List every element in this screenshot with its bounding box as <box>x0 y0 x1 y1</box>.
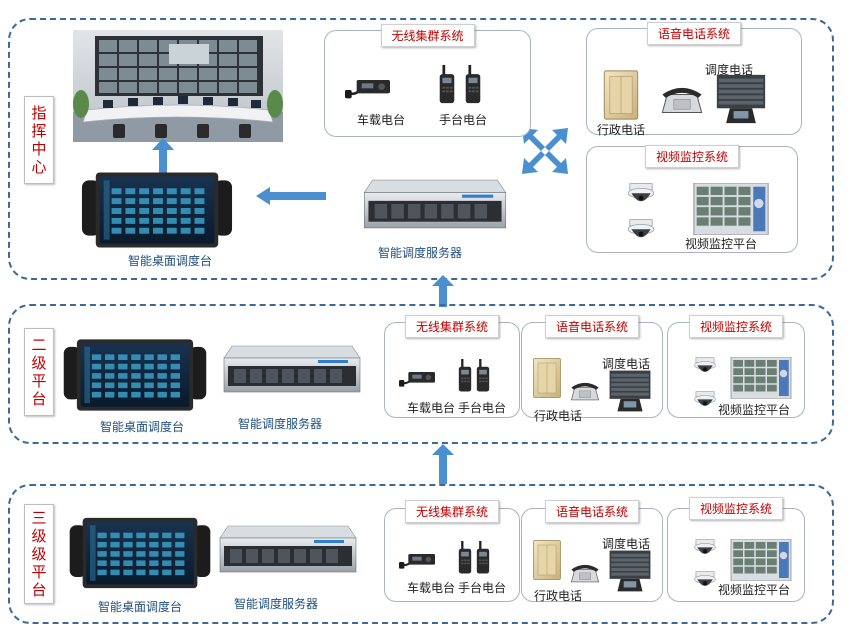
vehicle-radio-icon <box>345 69 395 101</box>
phone-panel: 语音电话系统 调度电话 行政电话 <box>521 315 663 423</box>
trunking-panel: 无线集群系统 车载电台 手台电台 <box>324 24 531 137</box>
label-char: 级 <box>31 545 47 563</box>
admin-phone-caption: 行政电话 <box>534 409 583 423</box>
phone-panel: 语音电话系统 调度电话 行政电话 <box>521 500 663 603</box>
dome-camera-icon <box>692 569 718 591</box>
desk-console-caption: 智能桌面调度台 <box>100 420 185 434</box>
video-platform-caption: 视频监控平台 <box>718 583 791 597</box>
vehicle-radio-icon <box>399 545 439 571</box>
dispatch-phone-icon <box>606 369 654 413</box>
label-char: 级 <box>31 527 47 545</box>
trunking-title: 无线集群系统 <box>404 500 500 523</box>
desk-console-icon <box>78 170 236 250</box>
trunking-title: 无线集群系统 <box>404 315 500 338</box>
server-caption: 智能调度服务器 <box>234 597 319 611</box>
trunking-title: 无线集群系统 <box>380 24 475 47</box>
pbx-icon <box>532 539 562 581</box>
video-wall-icon <box>728 357 794 399</box>
rack-server-icon <box>218 524 358 574</box>
label-char: 三 <box>31 509 47 527</box>
tier-level-two <box>8 304 834 444</box>
vehicle-radio-icon <box>399 363 439 389</box>
dome-camera-icon <box>692 355 718 377</box>
label-char: 平 <box>31 563 47 581</box>
phone-title: 语音电话系统 <box>646 22 742 45</box>
label-char: 中 <box>31 140 47 158</box>
tier-label-level-three: 三 级 级 平 台 <box>24 504 54 604</box>
four-way-arrow-icon <box>522 128 568 174</box>
handheld-radio-icon <box>475 541 491 575</box>
arrow-up-icon <box>152 138 174 174</box>
arrow-left-icon <box>256 187 326 205</box>
vehicle-radio-caption: 车载电台 <box>357 113 406 127</box>
control-room-image <box>73 30 283 142</box>
video-title: 视频监控系统 <box>688 497 784 520</box>
label-char: 二 <box>31 336 47 354</box>
dispatch-phone-icon <box>606 549 654 593</box>
rack-server-icon <box>362 178 508 230</box>
desk-phone-icon <box>568 379 602 405</box>
desk-console-caption: 智能桌面调度台 <box>128 254 213 268</box>
dome-camera-icon <box>625 181 657 207</box>
handheld-radio-icon <box>437 65 457 105</box>
dispatch-phone-icon <box>711 73 771 125</box>
server-caption: 智能调度服务器 <box>238 417 323 431</box>
trunking-panel: 无线集群系统 车载电台 手台电台 <box>384 500 520 602</box>
desk-phone-icon <box>657 83 707 119</box>
label-char: 级 <box>31 354 47 372</box>
dome-camera-icon <box>692 389 718 411</box>
trunking-panel: 无线集群系统 车载电台 手台电台 <box>384 315 520 418</box>
video-title: 视频监控系统 <box>688 315 784 338</box>
desk-console-icon <box>60 336 210 414</box>
handheld-radio-icon <box>463 65 483 105</box>
pbx-icon <box>601 69 641 121</box>
tier-label-level-two: 二 级 平 台 <box>24 328 54 416</box>
dispatch-phone-caption: 调度电话 <box>602 537 651 551</box>
arrow-up-icon <box>432 275 454 307</box>
label-char: 台 <box>31 581 47 599</box>
desk-phone-icon <box>568 561 602 587</box>
admin-phone-caption: 行政电话 <box>597 123 646 137</box>
arrow-up-icon <box>432 444 454 484</box>
label-char: 指 <box>31 104 47 122</box>
desk-console-icon <box>66 514 214 592</box>
pbx-icon <box>532 357 562 399</box>
dispatch-phone-caption: 调度电话 <box>602 357 651 371</box>
tier-command-center <box>8 18 834 280</box>
handheld-radio-icon <box>457 359 473 393</box>
phone-title: 语音电话系统 <box>544 500 640 523</box>
dome-camera-icon <box>625 217 657 243</box>
rack-server-icon <box>222 344 362 394</box>
label-char: 台 <box>31 390 47 408</box>
handheld-radio-caption: 手台电台 <box>439 113 488 127</box>
phone-panel: 语音电话系统 调度电话 行政电话 <box>586 22 802 137</box>
dome-camera-icon <box>692 537 718 559</box>
phone-title: 语音电话系统 <box>544 315 640 338</box>
video-title: 视频监控系统 <box>644 145 740 168</box>
handheld-radio-icon <box>457 541 473 575</box>
video-panel: 视频监控系统 视频监控平台 <box>667 497 805 602</box>
tier-label-command-center: 指 挥 中 心 <box>24 96 54 184</box>
video-wall-icon <box>683 183 779 235</box>
video-wall-icon <box>728 539 794 581</box>
vehicle-radio-caption: 车载电台 <box>407 581 456 595</box>
video-platform-caption: 视频监控平台 <box>718 403 791 417</box>
dispatch-phone-caption: 调度电话 <box>705 63 754 77</box>
label-char: 挥 <box>31 122 47 140</box>
server-caption: 智能调度服务器 <box>378 246 463 260</box>
handheld-radio-caption: 手台电台 <box>458 581 507 595</box>
handheld-radio-icon <box>475 359 491 393</box>
tier-level-three <box>8 484 834 624</box>
label-char: 平 <box>31 372 47 390</box>
vehicle-radio-caption: 车载电台 <box>407 401 456 415</box>
handheld-radio-caption: 手台电台 <box>458 401 507 415</box>
desk-console-caption: 智能桌面调度台 <box>98 600 183 614</box>
video-platform-caption: 视频监控平台 <box>685 237 758 251</box>
admin-phone-caption: 行政电话 <box>534 589 583 603</box>
video-panel: 视频监控系统 视频监控平台 <box>586 145 798 253</box>
label-char: 心 <box>31 158 47 176</box>
video-panel: 视频监控系统 视频监控平台 <box>667 315 805 418</box>
